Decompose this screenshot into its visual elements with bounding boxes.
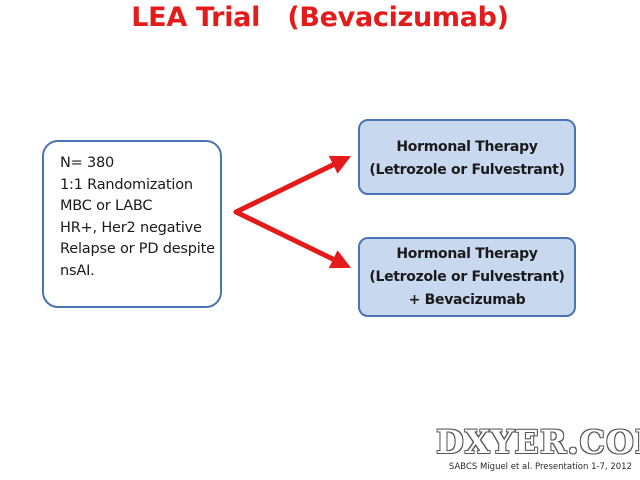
treatment-arm-hormonal-therapy-bevacizumab: Hormonal Therapy (Letrozole or Fulvestra… (358, 237, 576, 317)
criteria-progression: Relapse or PD despite (60, 241, 215, 257)
criteria-randomization: 1:1 Randomization (60, 176, 193, 193)
citation-footer: SABCS Miguel et al. Presentation 1-7, 20… (448, 462, 632, 472)
criteria-sample-size: N= 380 (60, 155, 115, 171)
arm-1-line-1: Hormonal Therapy (396, 139, 538, 155)
title-drug-name: (Bevacizumab) (287, 2, 509, 33)
title-trial-name: LEA Trial (131, 2, 261, 33)
criteria-receptor-status: HR+, Her2 negative (60, 219, 202, 236)
arrow-to-arm-1 (233, 155, 352, 215)
treatment-arm-hormonal-therapy: Hormonal Therapy (Letrozole or Fulvestra… (358, 119, 576, 195)
arm-2-line-3: + Bevacizumab (408, 292, 526, 308)
arm-2-line-1: Hormonal Therapy (396, 246, 538, 262)
watermark-logo: DXYER.COM (436, 423, 640, 461)
arrow-to-arm-2 (233, 209, 352, 269)
arm-1-line-2: (Letrozole or Fulvestrant) (369, 162, 565, 178)
slide-title: LEA Trial (Bevacizumab) (0, 2, 640, 33)
eligibility-criteria-box: N= 380 1:1 Randomization MBC or LABC HR+… (42, 140, 222, 308)
arm-2-line-2: (Letrozole or Fulvestrant) (369, 269, 565, 285)
criteria-prior-therapy: nsAI. (60, 262, 95, 279)
criteria-disease-type: MBC or LABC (60, 198, 153, 214)
